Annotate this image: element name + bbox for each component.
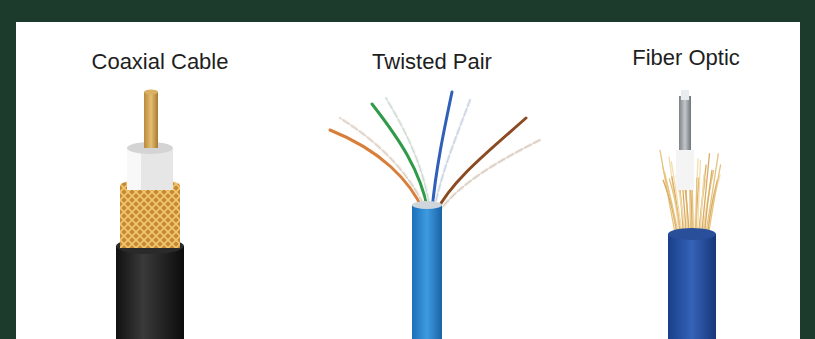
jacket-top <box>668 228 716 240</box>
cable-title: Fiber Optic <box>632 46 740 70</box>
cable-title: Twisted Pair <box>372 50 492 74</box>
blue-jacket <box>412 205 442 339</box>
dielectric-highlight <box>127 148 141 190</box>
conductor-tip <box>144 90 158 95</box>
fiber-optic-cable <box>660 90 721 339</box>
center-conductor <box>144 92 158 148</box>
dielectric <box>127 148 173 190</box>
coaxial-cable <box>116 90 184 339</box>
buffer-coating <box>676 150 694 190</box>
aramid-fibers <box>660 150 721 238</box>
fiber-jacket <box>668 234 716 339</box>
twisted-pair-cable <box>330 92 540 339</box>
jacket-end <box>412 201 442 209</box>
core-tip <box>681 90 689 100</box>
fiber-strand <box>708 164 721 238</box>
cable-title: Coaxial Cable <box>92 50 229 74</box>
outer-jacket <box>116 246 184 339</box>
fiber-strand <box>705 153 718 238</box>
braided-shield <box>120 186 180 248</box>
